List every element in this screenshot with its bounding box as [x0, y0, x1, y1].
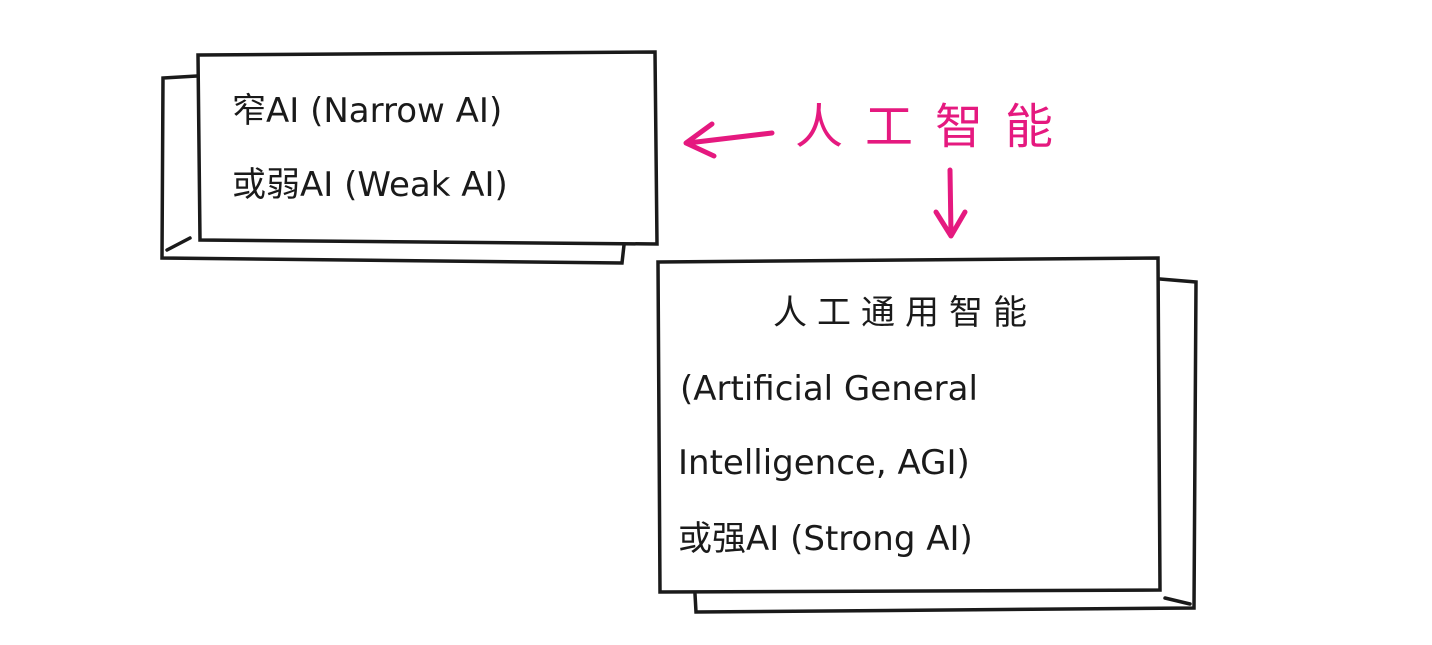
- narrow-ai-box: [160, 50, 659, 265]
- general-ai-box: [656, 256, 1198, 614]
- narrow-ai-box-frame: [196, 50, 659, 246]
- general-ai-line-1: 人工通用智能: [773, 293, 1037, 333]
- title-label: 人工智能: [795, 99, 1075, 155]
- general-ai-line-3: Intelligence, AGI): [678, 443, 970, 483]
- narrow-ai-line-2: 或弱AI (Weak AI): [232, 165, 508, 205]
- arrow-down-icon: [933, 167, 968, 239]
- general-ai-box-shadow: [693, 277, 1198, 614]
- general-ai-line-4: 或强AI (Strong AI): [678, 519, 973, 559]
- narrow-ai-line-1: 窄AI (Narrow AI): [232, 91, 502, 131]
- narrow-ai-box-shadow: [160, 74, 626, 265]
- arrow-left-icon: [683, 121, 775, 159]
- general-ai-box-frame: [656, 256, 1162, 594]
- general-ai-line-2: (Artificial General: [680, 369, 978, 409]
